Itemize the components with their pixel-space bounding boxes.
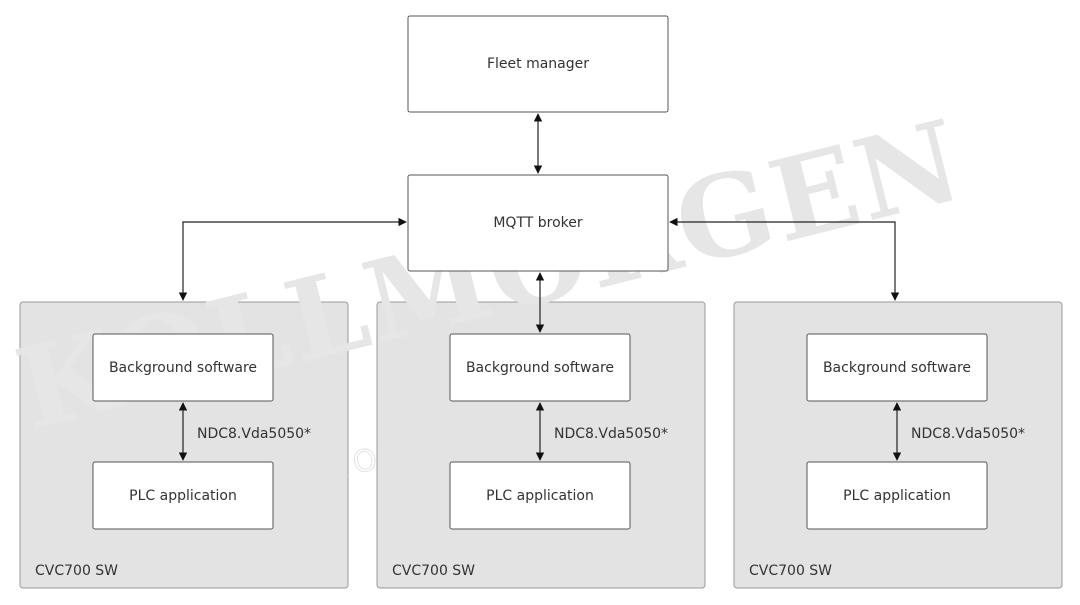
fleet-manager-node: [407, 15, 669, 113]
plc-application-node-1: [92, 461, 274, 530]
edge-broker-to-group-1: [178, 217, 407, 301]
plc-application-node-2: [449, 461, 631, 530]
cvc700-label-2: CVC700 SW: [392, 563, 475, 579]
mqtt-broker-label: MQTT broker: [493, 215, 583, 231]
cvc700-label-1: CVC700 SW: [35, 563, 118, 579]
protocol-label-1: NDC8.Vda5050*: [197, 426, 311, 442]
protocol-label-3: NDC8.Vda5050*: [911, 426, 1025, 442]
background-software-label-3: Background software: [823, 360, 971, 376]
plc-application-label-2: PLC application: [486, 488, 594, 504]
background-software-node-3: [806, 333, 988, 402]
protocol-label-2: NDC8.Vda5050*: [554, 426, 668, 442]
edge-broker-to-group-3: [669, 217, 900, 301]
background-software-label-1: Background software: [109, 360, 257, 376]
cvc700-label-3: CVC700 SW: [749, 563, 832, 579]
background-software-label-2: Background software: [466, 360, 614, 376]
mqtt-broker-node: [407, 174, 669, 272]
plc-application-label-1: PLC application: [129, 488, 237, 504]
background-software-node-1: [92, 333, 274, 402]
plc-application-label-3: PLC application: [843, 488, 951, 504]
fleet-manager-label: Fleet manager: [487, 56, 589, 72]
plc-application-node-3: [806, 461, 988, 530]
background-software-node-2: [449, 333, 631, 402]
